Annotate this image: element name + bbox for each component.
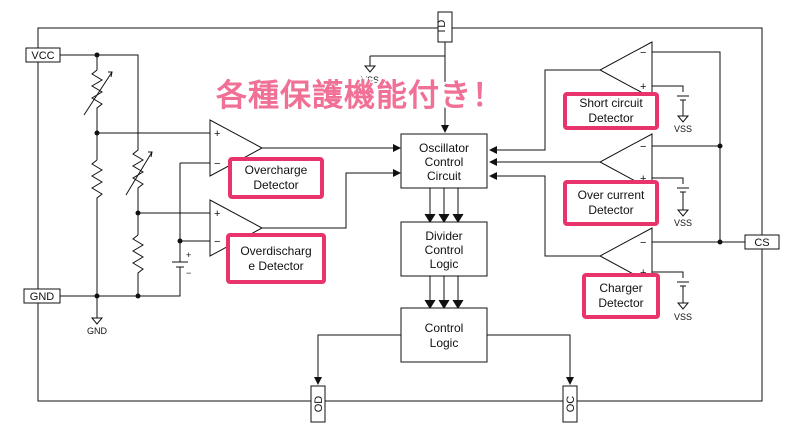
over-current-comparator bbox=[598, 133, 653, 191]
vcc-pin-label: VCC bbox=[31, 50, 54, 62]
gnd-pin-label: GND bbox=[30, 291, 55, 303]
overdischarge-detector-label: Overdischarg e Detector bbox=[226, 233, 326, 284]
op-minus-sign: − bbox=[640, 237, 646, 249]
battery-plus-sign: + bbox=[186, 250, 191, 260]
vss-label-current: VSS bbox=[674, 218, 692, 228]
control-label-2: Logic bbox=[430, 336, 459, 350]
oc-pin-box bbox=[562, 385, 578, 423]
op-minus-sign: − bbox=[640, 47, 646, 59]
op-plus-sign: + bbox=[640, 173, 646, 185]
ic-outline bbox=[37, 27, 763, 402]
gnd-ground-label: GND bbox=[87, 326, 108, 336]
divider-label-2: Control bbox=[425, 243, 464, 257]
vss-label-charger: VSS bbox=[674, 312, 692, 322]
oscillator-label-1: Oscillator bbox=[419, 141, 469, 155]
op-plus-sign: + bbox=[640, 81, 646, 93]
divider-label-1: Divider bbox=[425, 229, 462, 243]
divider-label-3: Logic bbox=[430, 257, 459, 271]
cs-pin-label: CS bbox=[754, 237, 769, 249]
op-minus-sign: − bbox=[214, 158, 220, 170]
control-logic-block bbox=[400, 307, 488, 363]
od-pin-box bbox=[310, 385, 326, 423]
op-plus-sign: + bbox=[214, 208, 220, 220]
short-circuit-detector-label: Short circuit Detector bbox=[563, 92, 659, 130]
divider-block bbox=[400, 221, 488, 277]
junction-dots bbox=[94, 52, 723, 299]
battery-minus-sign: − bbox=[186, 268, 191, 278]
op-minus-sign: − bbox=[214, 236, 220, 248]
control-label-1: Control bbox=[425, 321, 464, 335]
protection-features-title: 各種保護機能付き！ bbox=[216, 78, 504, 114]
charger-comparator bbox=[598, 227, 653, 285]
op-plus-sign: + bbox=[214, 128, 220, 140]
oscillator-label-2: Control bbox=[425, 155, 464, 169]
vss-label-td: VSS bbox=[361, 75, 379, 85]
charger-detector-label: Charger Detector bbox=[582, 273, 660, 319]
oscillator-block bbox=[400, 133, 488, 189]
oc-pin-label: OC bbox=[565, 396, 577, 413]
od-pin-label: OD bbox=[313, 396, 325, 413]
op-minus-sign: − bbox=[640, 141, 646, 153]
oscillator-label-3: Circuit bbox=[427, 169, 462, 183]
short-circuit-comparator bbox=[598, 41, 653, 99]
overcharge-detector-label: Overcharge Detector bbox=[228, 157, 324, 199]
vss-label-short: VSS bbox=[674, 124, 692, 134]
over-current-detector-label: Over current Detector bbox=[563, 180, 659, 226]
td-pin-label: TD bbox=[436, 20, 448, 35]
